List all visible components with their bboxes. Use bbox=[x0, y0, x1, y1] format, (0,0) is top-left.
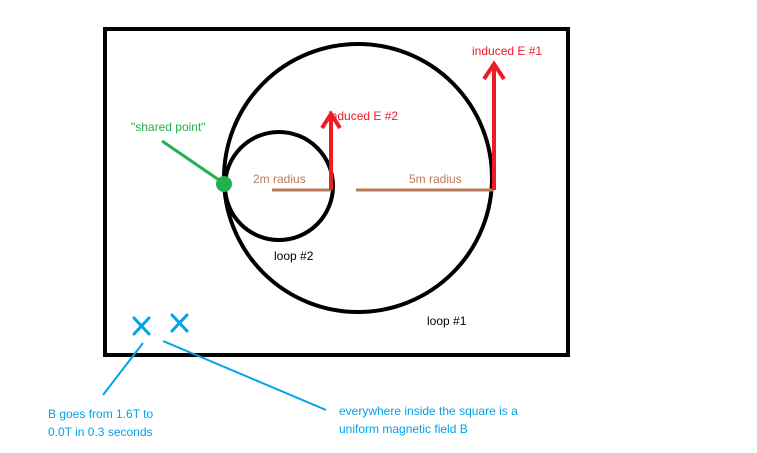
loop2-label: loop #2 bbox=[274, 249, 314, 263]
field-note-pointer bbox=[162, 340, 327, 411]
field-note-line2: uniform magnetic field B bbox=[339, 422, 468, 436]
loop2-circle bbox=[223, 130, 335, 242]
b-change-line1: B goes from 1.6T to bbox=[48, 407, 153, 421]
shared-point-dot bbox=[216, 176, 232, 192]
b-change-line2: 0.0T in 0.3 seconds bbox=[48, 425, 153, 439]
induced-e2-arrow bbox=[320, 110, 342, 190]
radius-5m-label: 5m radius bbox=[409, 172, 462, 186]
loop1-label: loop #1 bbox=[427, 314, 467, 328]
induced-e1-arrow bbox=[482, 60, 506, 190]
field-boundary-square bbox=[103, 27, 570, 357]
field-note-line1: everywhere inside the square is a bbox=[339, 404, 518, 418]
b-change-pointer bbox=[102, 342, 144, 396]
radius-2m-label: 2m radius bbox=[253, 172, 306, 186]
shared-point-pointer bbox=[161, 139, 220, 182]
induced-e1-label: induced E #1 bbox=[472, 44, 542, 58]
field-marker-x-mark-icon bbox=[132, 316, 151, 336]
field-marker-x-mark-icon bbox=[170, 313, 189, 333]
induced-e2-label: induced E #2 bbox=[328, 109, 398, 123]
shared-point-label: "shared point" bbox=[131, 120, 206, 134]
